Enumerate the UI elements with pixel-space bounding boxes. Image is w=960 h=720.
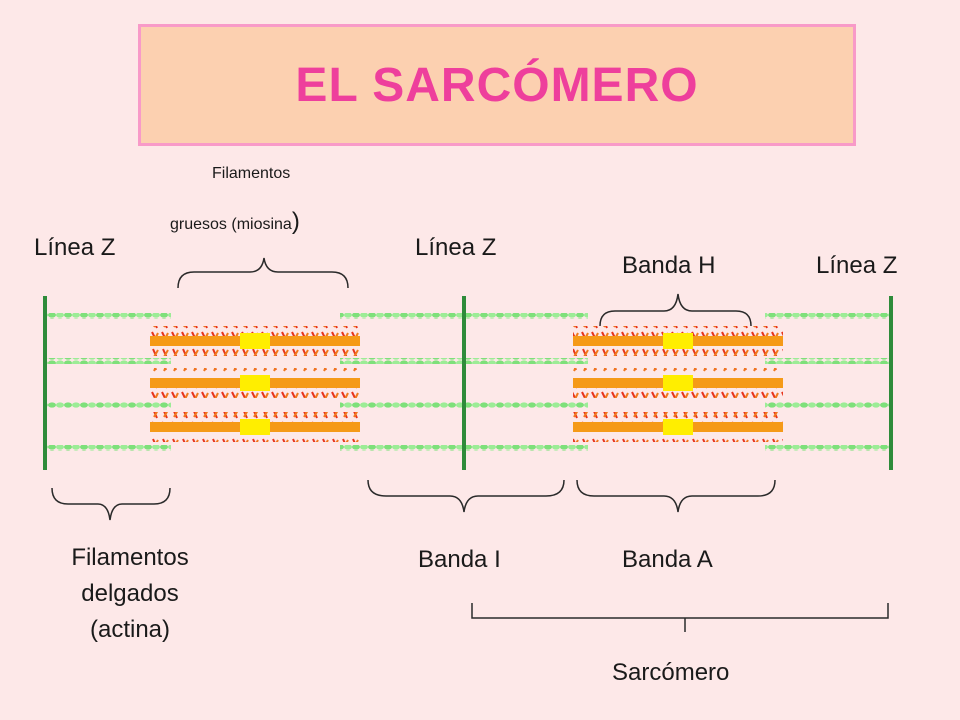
actin-filament	[464, 445, 588, 451]
actin-filament	[340, 445, 463, 451]
actin-filament	[765, 313, 891, 319]
actin-filament	[464, 358, 588, 364]
sarcomere-bracket	[471, 603, 889, 632]
myosin-filament	[150, 326, 360, 356]
thick-filaments-label-line1: Filamentos	[212, 165, 291, 182]
actin-filament	[765, 402, 891, 408]
z-line	[889, 296, 893, 470]
band-a-brace	[576, 479, 776, 513]
title-box: EL SARCÓMERO	[138, 24, 856, 146]
actin-rows-right-half	[464, 313, 891, 451]
z-line-label: Línea Z	[816, 252, 898, 279]
actin-filament	[464, 402, 588, 408]
myosin-filament	[150, 368, 360, 398]
thick-filaments-brace	[177, 257, 349, 289]
actin-filament	[340, 313, 463, 319]
z-line	[462, 296, 466, 470]
actin-filament	[765, 445, 891, 451]
actin-filament	[464, 313, 588, 319]
actin-filaments	[46, 313, 891, 451]
myosin-filaments	[150, 326, 783, 442]
myosin-filament	[573, 326, 783, 356]
thin-filaments-brace	[51, 487, 171, 521]
sarcomere-label: Sarcómero	[612, 659, 730, 686]
thin-filaments-label: Filamentos delgados (actina)	[71, 544, 189, 643]
page-title: EL SARCÓMERO	[295, 58, 699, 112]
z-line	[43, 296, 47, 470]
actin-filament	[340, 402, 463, 408]
myosin-filament	[573, 368, 783, 398]
z-line-label: Línea Z	[415, 234, 497, 261]
z-lines	[43, 296, 893, 470]
myosin-filament	[150, 412, 360, 442]
band-i-brace	[367, 479, 565, 513]
braces	[51, 257, 889, 632]
actin-filament	[46, 402, 171, 408]
actin-filament	[765, 358, 891, 364]
actin-filament	[46, 358, 171, 364]
actin-filament	[46, 445, 171, 451]
band-h-brace	[599, 293, 752, 327]
z-line-label: Línea Z	[34, 234, 116, 261]
myosin-filament	[573, 412, 783, 442]
band-i-label: Banda I	[418, 546, 501, 573]
actin-filament	[46, 313, 171, 319]
band-h-label: Banda H	[622, 252, 716, 279]
actin-filament	[340, 358, 463, 364]
thick-filaments-label-line2: gruesos (miosina)	[170, 208, 300, 235]
band-a-label: Banda A	[622, 546, 713, 573]
actin-rows-left-half	[46, 313, 463, 451]
